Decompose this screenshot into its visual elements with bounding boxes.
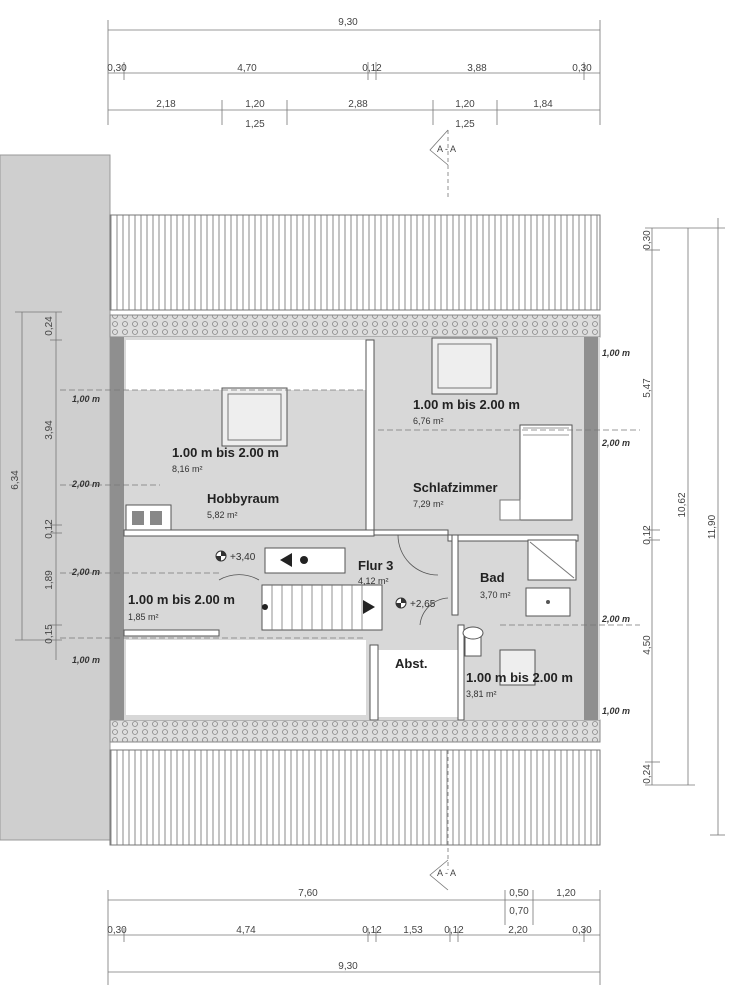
bad-slope-label: 1.00 m bis 2.00 m bbox=[466, 670, 573, 685]
window-bad bbox=[499, 649, 536, 686]
bottom-dim-9: 2,20 bbox=[508, 925, 528, 936]
schlaf-slope-label: 1.00 m bis 2.00 m bbox=[413, 397, 520, 412]
top-dimensions bbox=[107, 20, 601, 125]
left-height-4: 1,00 m bbox=[72, 655, 100, 665]
window-hobby bbox=[221, 387, 288, 447]
bad-area: 3,70 m² bbox=[480, 590, 511, 600]
top-dim-10: 1,84 bbox=[533, 99, 553, 110]
top-total-dim: 9,30 bbox=[338, 17, 358, 28]
bottom-dim-5: 4,74 bbox=[236, 925, 256, 936]
roof-bottom bbox=[109, 749, 601, 846]
top-dim-8: 2,88 bbox=[348, 99, 368, 110]
right-height-3: 2,00 m bbox=[601, 614, 630, 624]
bottom-dim-4: 0,30 bbox=[107, 925, 127, 936]
section-label-top: A - A bbox=[437, 144, 456, 154]
level-marker-1 bbox=[215, 550, 227, 562]
left-dim-4: 1,89 bbox=[44, 570, 55, 590]
hobby-low-zone bbox=[126, 340, 366, 390]
top-dim-6: 2,18 bbox=[156, 99, 176, 110]
level-marker-2 bbox=[395, 597, 407, 609]
hobby-slope-label: 1.00 m bis 2.00 m bbox=[172, 445, 279, 460]
left-dimensions bbox=[15, 311, 62, 660]
bottom-dim-10: 0,30 bbox=[572, 925, 592, 936]
bottom-dim-1: 7,60 bbox=[298, 888, 318, 899]
schlaf-slope-area: 6,76 m² bbox=[413, 416, 444, 426]
hobbyraum-label: Hobbyraum bbox=[207, 491, 279, 506]
right-mid-dim: 10,62 bbox=[677, 492, 688, 517]
bottom-dim-2: 0,50 bbox=[509, 888, 529, 899]
section-label-bottom: A - A bbox=[437, 868, 456, 878]
left-dim-3: 0,12 bbox=[44, 519, 55, 539]
bottom-low-zone bbox=[126, 640, 366, 715]
abst-label: Abst. bbox=[395, 656, 428, 671]
top-dim-5: 0,30 bbox=[572, 63, 592, 74]
abst-room bbox=[378, 650, 458, 717]
bottom-dim-3: 1,20 bbox=[556, 888, 576, 899]
top-dim-7: 1,20 bbox=[245, 99, 265, 110]
bad-slope-area: 3,81 m² bbox=[466, 689, 497, 699]
top-dim-sub-1: 1,25 bbox=[245, 119, 265, 130]
right-height-1: 1,00 m bbox=[602, 348, 630, 358]
window-hobby-inner bbox=[227, 393, 282, 441]
hobby-slope-area: 8,16 m² bbox=[172, 464, 203, 474]
right-total-dim: 11,90 bbox=[707, 514, 718, 539]
hobby-small-area: 1,85 m² bbox=[128, 612, 159, 622]
top-dim-2: 4,70 bbox=[237, 63, 257, 74]
level-value-2: +2,65 bbox=[410, 599, 436, 610]
left-height-1: 1,00 m bbox=[72, 394, 100, 404]
top-dim-4: 3,88 bbox=[467, 63, 487, 74]
hobbyraum-area: 5,82 m² bbox=[207, 510, 238, 520]
right-dim-5: 0,24 bbox=[642, 764, 653, 784]
left-height-2: 2,00 m bbox=[71, 479, 100, 489]
wall-left bbox=[110, 337, 124, 720]
flur-area: 4,12 m² bbox=[358, 576, 389, 586]
top-dim-sub-2: 1,25 bbox=[455, 119, 475, 130]
left-dim-2: 3,94 bbox=[44, 420, 55, 440]
bottom-dim-sub: 0,70 bbox=[509, 906, 529, 917]
right-dimensions bbox=[645, 218, 725, 836]
wall-right bbox=[584, 337, 598, 720]
toilet bbox=[462, 626, 484, 657]
bed bbox=[519, 424, 573, 521]
insulation-bottom bbox=[109, 719, 601, 743]
sink bbox=[525, 587, 571, 617]
left-dim-1: 0,24 bbox=[44, 316, 55, 336]
bad-label: Bad bbox=[480, 570, 505, 585]
level-value-1: +3,40 bbox=[230, 552, 256, 563]
top-dim-9: 1,20 bbox=[455, 99, 475, 110]
insulation-top bbox=[109, 314, 601, 338]
top-dim-3: 0,12 bbox=[362, 63, 382, 74]
schlafzimmer-area: 7,29 m² bbox=[413, 499, 444, 509]
right-dim-2: 5,47 bbox=[642, 378, 653, 398]
neighbor-building bbox=[0, 154, 111, 841]
chimney bbox=[125, 504, 172, 531]
bottom-dim-7: 1,53 bbox=[403, 925, 423, 936]
hobby-small-label: 1.00 m bis 2.00 m bbox=[128, 592, 235, 607]
bottom-dimensions bbox=[107, 890, 601, 985]
right-dim-3: 0,12 bbox=[642, 525, 653, 545]
right-height-4: 1,00 m bbox=[602, 706, 630, 716]
staircase bbox=[261, 547, 383, 631]
right-dim-1: 0,30 bbox=[642, 230, 653, 250]
top-dim-1: 0,30 bbox=[107, 63, 127, 74]
bottom-total-dim: 9,30 bbox=[338, 961, 358, 972]
interior-walls bbox=[123, 339, 579, 721]
left-dim-5: 0,15 bbox=[44, 624, 55, 644]
left-height-3: 2,00 m bbox=[71, 567, 100, 577]
right-dim-4: 4,50 bbox=[642, 635, 653, 655]
flur-label: Flur 3 bbox=[358, 558, 393, 573]
section-mark-bottom bbox=[429, 750, 449, 891]
door-swings bbox=[218, 534, 449, 626]
right-height-2: 2,00 m bbox=[601, 438, 630, 448]
window-schlaf bbox=[431, 337, 498, 395]
height-lines bbox=[60, 389, 640, 639]
bottom-dim-8: 0,12 bbox=[444, 925, 464, 936]
bottom-dim-6: 0,12 bbox=[362, 925, 382, 936]
schlafzimmer-label: Schlafzimmer bbox=[413, 480, 498, 495]
window-schlaf-inner bbox=[437, 343, 492, 389]
roof-top bbox=[109, 214, 601, 311]
left-total-dim: 6,34 bbox=[10, 470, 21, 490]
section-mark-top bbox=[429, 129, 449, 200]
